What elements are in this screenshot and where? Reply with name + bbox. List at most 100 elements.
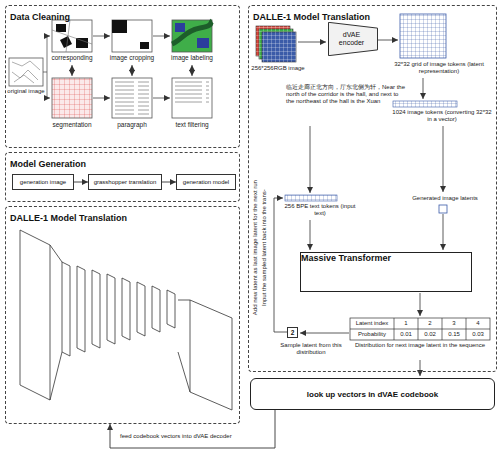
cropped-image	[140, 42, 149, 49]
panel-title: Model Generation	[6, 157, 90, 171]
bracket-line	[43, 36, 50, 72]
box-label: Massive Transformer	[301, 253, 471, 263]
step-number-box: 2	[287, 327, 298, 338]
process-box: generation model	[176, 174, 236, 190]
flow-arrow	[423, 78, 424, 99]
caption-label: Generated image latents	[400, 195, 490, 202]
labeled-image	[172, 20, 212, 52]
cropped-image	[112, 20, 152, 52]
cnn-layer	[92, 270, 100, 348]
box-label: 2	[291, 329, 295, 336]
original-image	[12, 61, 40, 83]
caption-label: image cropping	[104, 54, 160, 62]
caption-label: 32*32 grid of image tokens (latent repre…	[385, 61, 493, 75]
cnn-layer	[77, 266, 85, 352]
panel-title: Data Cleaning	[6, 10, 74, 24]
flow-arrow	[375, 40, 398, 41]
cropped-image	[112, 20, 152, 52]
table-cell: Latent index	[350, 320, 394, 327]
map-image	[56, 24, 88, 48]
vertical-note: Input the sampled latent back into the t…	[261, 138, 268, 358]
box-label: dVAE encoder	[328, 29, 378, 49]
token-grid	[285, 195, 337, 201]
rgb-image-stack	[262, 32, 296, 62]
box-label: look up vectors in dVAE codebook	[307, 390, 438, 399]
section-panel: Model Generation generation image grasshop…	[5, 152, 240, 202]
caption-label: 1024 image tokens (converting 32*32 in a…	[392, 109, 492, 123]
caption-label: paragraph	[104, 121, 160, 129]
flow-arrow	[132, 65, 133, 76]
vertical-note: Add new latent as last image latent for …	[252, 138, 259, 358]
bracket-line	[47, 72, 50, 98]
token-grid	[400, 14, 446, 58]
box-label: grasshopper translation	[92, 179, 159, 186]
table-cell: Probability	[350, 331, 394, 338]
rgb-image-stack	[262, 32, 296, 62]
connector-arrow	[162, 182, 176, 183]
connector-arrow	[74, 182, 88, 183]
flow-arrow	[310, 220, 311, 250]
box-label: generation image	[18, 179, 68, 186]
cnn-layer	[167, 290, 175, 328]
segmentation-image	[52, 78, 92, 118]
labeled-image	[172, 20, 212, 52]
caption-label: text filtering	[164, 121, 220, 129]
cnn-layer	[137, 282, 145, 336]
token-grid	[393, 101, 457, 107]
flow-arrow	[274, 198, 287, 332]
paragraph-image	[115, 81, 149, 115]
flow-arrow	[420, 293, 421, 316]
probability-table	[350, 318, 490, 340]
table-cell: 3	[442, 320, 466, 327]
map-image	[52, 20, 92, 52]
probability-table	[350, 318, 490, 340]
trapezoid-outline	[329, 22, 378, 55]
token-grid	[285, 195, 337, 201]
segmentation-image	[52, 78, 92, 118]
caption-label: corresponding	[44, 54, 100, 62]
caption-label: Distribution for next image latent in th…	[350, 342, 490, 349]
section-panel: DALLE-1 Model Translation	[5, 206, 240, 424]
caption-label: original image	[5, 88, 47, 95]
process-box: grasshopper translation	[88, 174, 162, 190]
caption-label: segmentation	[44, 121, 100, 129]
caption-label: 临近走廊正北方向，厅东北侧为轩，Near the north of the co…	[286, 84, 408, 106]
cnn-layer	[62, 262, 70, 356]
map-image	[52, 20, 92, 52]
original-image	[9, 58, 43, 86]
flow-arrow	[153, 36, 170, 37]
flow-arrow	[93, 36, 110, 37]
labeled-image	[175, 23, 185, 32]
flow-arrow	[192, 65, 193, 76]
cropped-image	[112, 20, 127, 33]
token-grid	[393, 101, 457, 107]
flow-arrow	[420, 360, 421, 376]
rgb-image-stack	[256, 26, 296, 62]
caption-label: Sample latent from this distribution	[276, 342, 346, 356]
edge-label: feed codebook vectors into dVAE decoder	[118, 433, 234, 440]
cnn-layer	[122, 278, 130, 340]
caption-label: 256*256RGB image	[250, 65, 306, 72]
flow-arrow	[300, 333, 349, 334]
token-grid	[400, 14, 446, 58]
cnn-layers	[20, 230, 232, 410]
map-image	[52, 20, 92, 52]
flow-arrow	[274, 40, 443, 376]
segmentation-image	[52, 78, 92, 118]
caption-label: 256 BPE text tokens (input text)	[280, 203, 360, 217]
table-cell: 0.15	[442, 331, 466, 338]
flow-arrow	[153, 98, 170, 99]
cnn-layers	[190, 300, 232, 410]
panel-title: DALLE-1 Model Translation	[249, 10, 374, 24]
transformer-box: Massive Transformer	[300, 252, 472, 292]
flow-arrow	[72, 65, 73, 76]
table-cell: 0.02	[418, 331, 442, 338]
original-image	[9, 58, 43, 86]
token-grid	[439, 205, 447, 213]
probability-table	[350, 318, 490, 340]
flow-arrow	[443, 126, 444, 192]
labeled-image	[197, 38, 209, 48]
cnn-layers	[50, 245, 190, 400]
flow-arrow	[72, 36, 192, 98]
panel-title: DALLE-1 Model Translation	[6, 211, 131, 225]
